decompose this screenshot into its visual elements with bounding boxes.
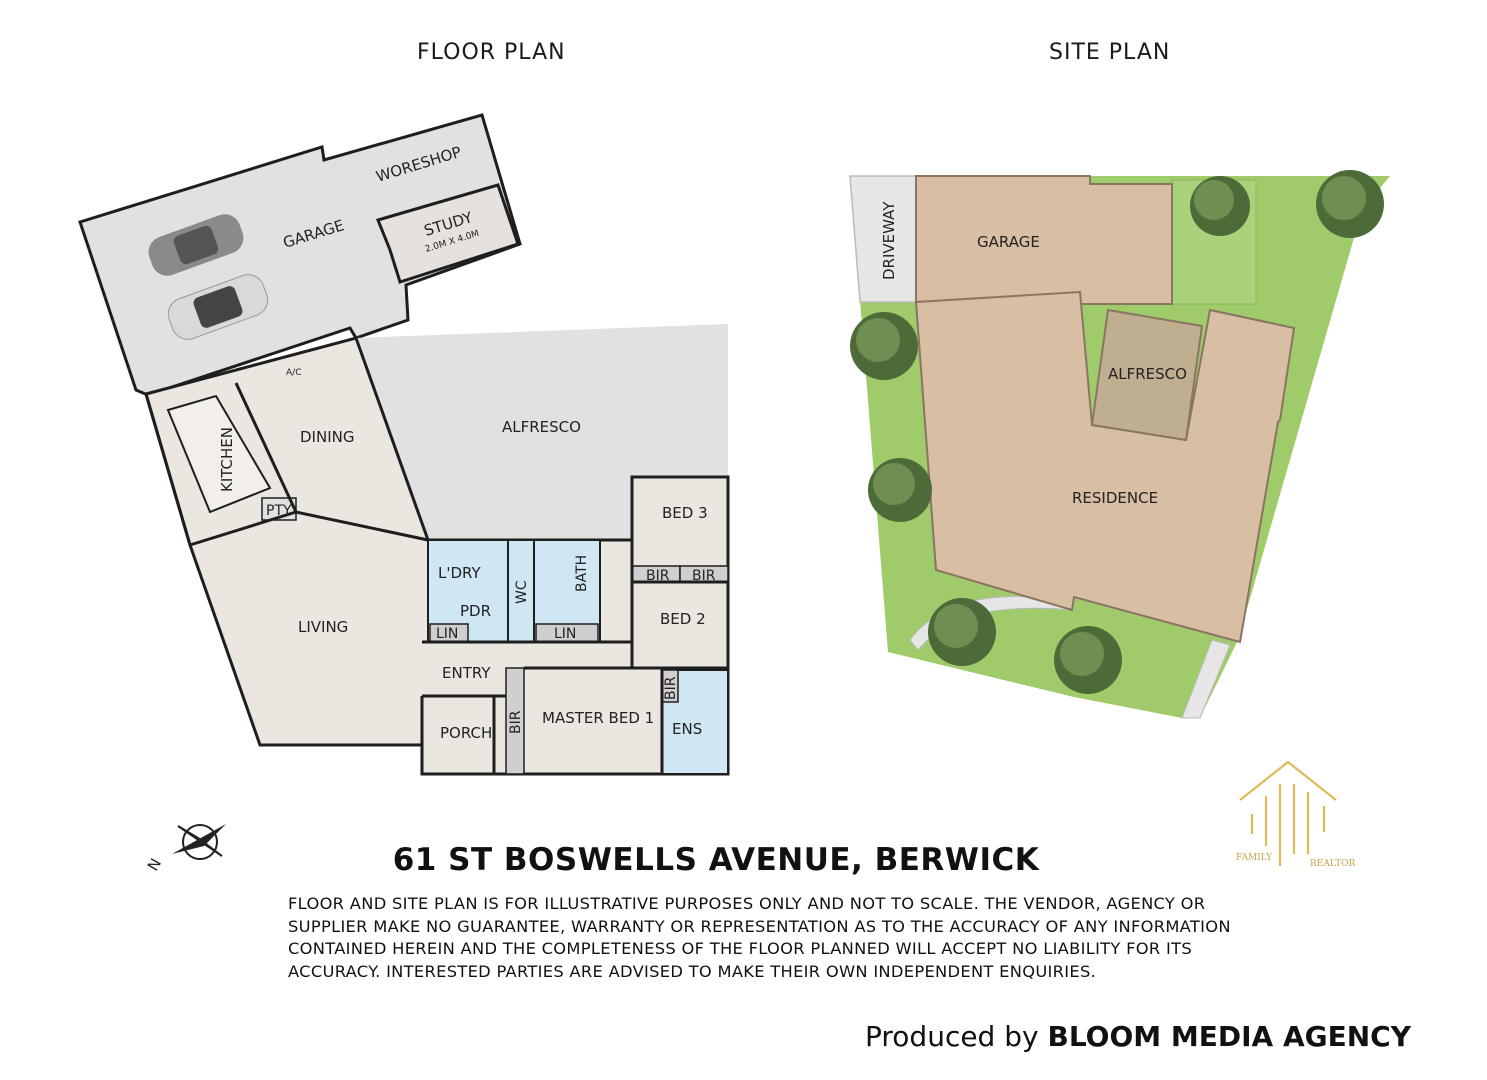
dining-label: DINING <box>300 428 354 446</box>
bir-master <box>505 667 525 775</box>
site-residence-label: RESIDENCE <box>1072 489 1158 507</box>
bir-master-label: BIR <box>508 710 524 734</box>
logo-word-realtors: REALTORS <box>1310 859 1356 869</box>
bed2-label: BED 2 <box>660 610 706 628</box>
logo-word-family: FAMILY <box>1236 853 1273 863</box>
property-address: 61 ST BOSWELLS AVENUE, BERWICK <box>392 842 1040 878</box>
bath-label: BATH <box>574 555 590 592</box>
wc-label: WC <box>514 580 530 604</box>
entry-label: ENTRY <box>442 664 491 682</box>
compass-icon <box>172 824 226 860</box>
credit-agency: BLOOM MEDIA AGENCY <box>1047 1020 1411 1053</box>
living-label: LIVING <box>298 618 348 636</box>
credit-prefix: Produced by <box>865 1020 1039 1053</box>
car-icon-2 <box>167 274 269 340</box>
alfresco-area <box>356 324 728 540</box>
linen2-label: LIN <box>554 626 576 642</box>
bir-ens-label: BIR <box>663 676 679 700</box>
internal-walls <box>144 382 728 776</box>
site-alfresco <box>1090 308 1204 442</box>
study-room <box>375 183 520 284</box>
laundry-label: L'DRY <box>438 564 481 582</box>
site-plan-title: SITE PLAN <box>1049 40 1171 65</box>
side-path <box>1181 639 1231 719</box>
master-bed-label: MASTER BED 1 <box>542 709 654 727</box>
bir1-label: BIR <box>646 568 670 584</box>
ensuite-label: ENS <box>672 720 702 738</box>
kitchen-label: KITCHEN <box>218 427 236 492</box>
tree-icon <box>850 170 1384 694</box>
bed3-label: BED 3 <box>662 504 708 522</box>
ac-label: A/C <box>286 368 301 378</box>
disclaimer-text: FLOOR AND SITE PLAN IS FOR ILLUSTRATIVE … <box>288 894 1231 981</box>
site-garage <box>915 175 1173 305</box>
site-driveway-label: DRIVEWAY <box>880 201 898 280</box>
alfresco-label: ALFRESCO <box>502 418 581 436</box>
linen1-label: LIN <box>436 626 458 642</box>
kitchen-island <box>166 394 272 514</box>
car-icon <box>148 214 244 276</box>
powder-label: PDR <box>460 602 491 620</box>
site-alfresco-label: ALFRESCO <box>1108 365 1187 383</box>
porch-label: PORCH <box>440 724 492 742</box>
floor-plan-title: FLOOR PLAN <box>417 40 566 65</box>
family-realtors-logo: FAMILY REALTORS <box>1236 760 1356 869</box>
pantry-label: PTY <box>266 503 292 519</box>
credit-line: Produced by BLOOM MEDIA AGENCY <box>865 1020 1411 1053</box>
bir2-label: BIR <box>692 568 716 584</box>
site-garage-label: GARAGE <box>977 233 1040 251</box>
